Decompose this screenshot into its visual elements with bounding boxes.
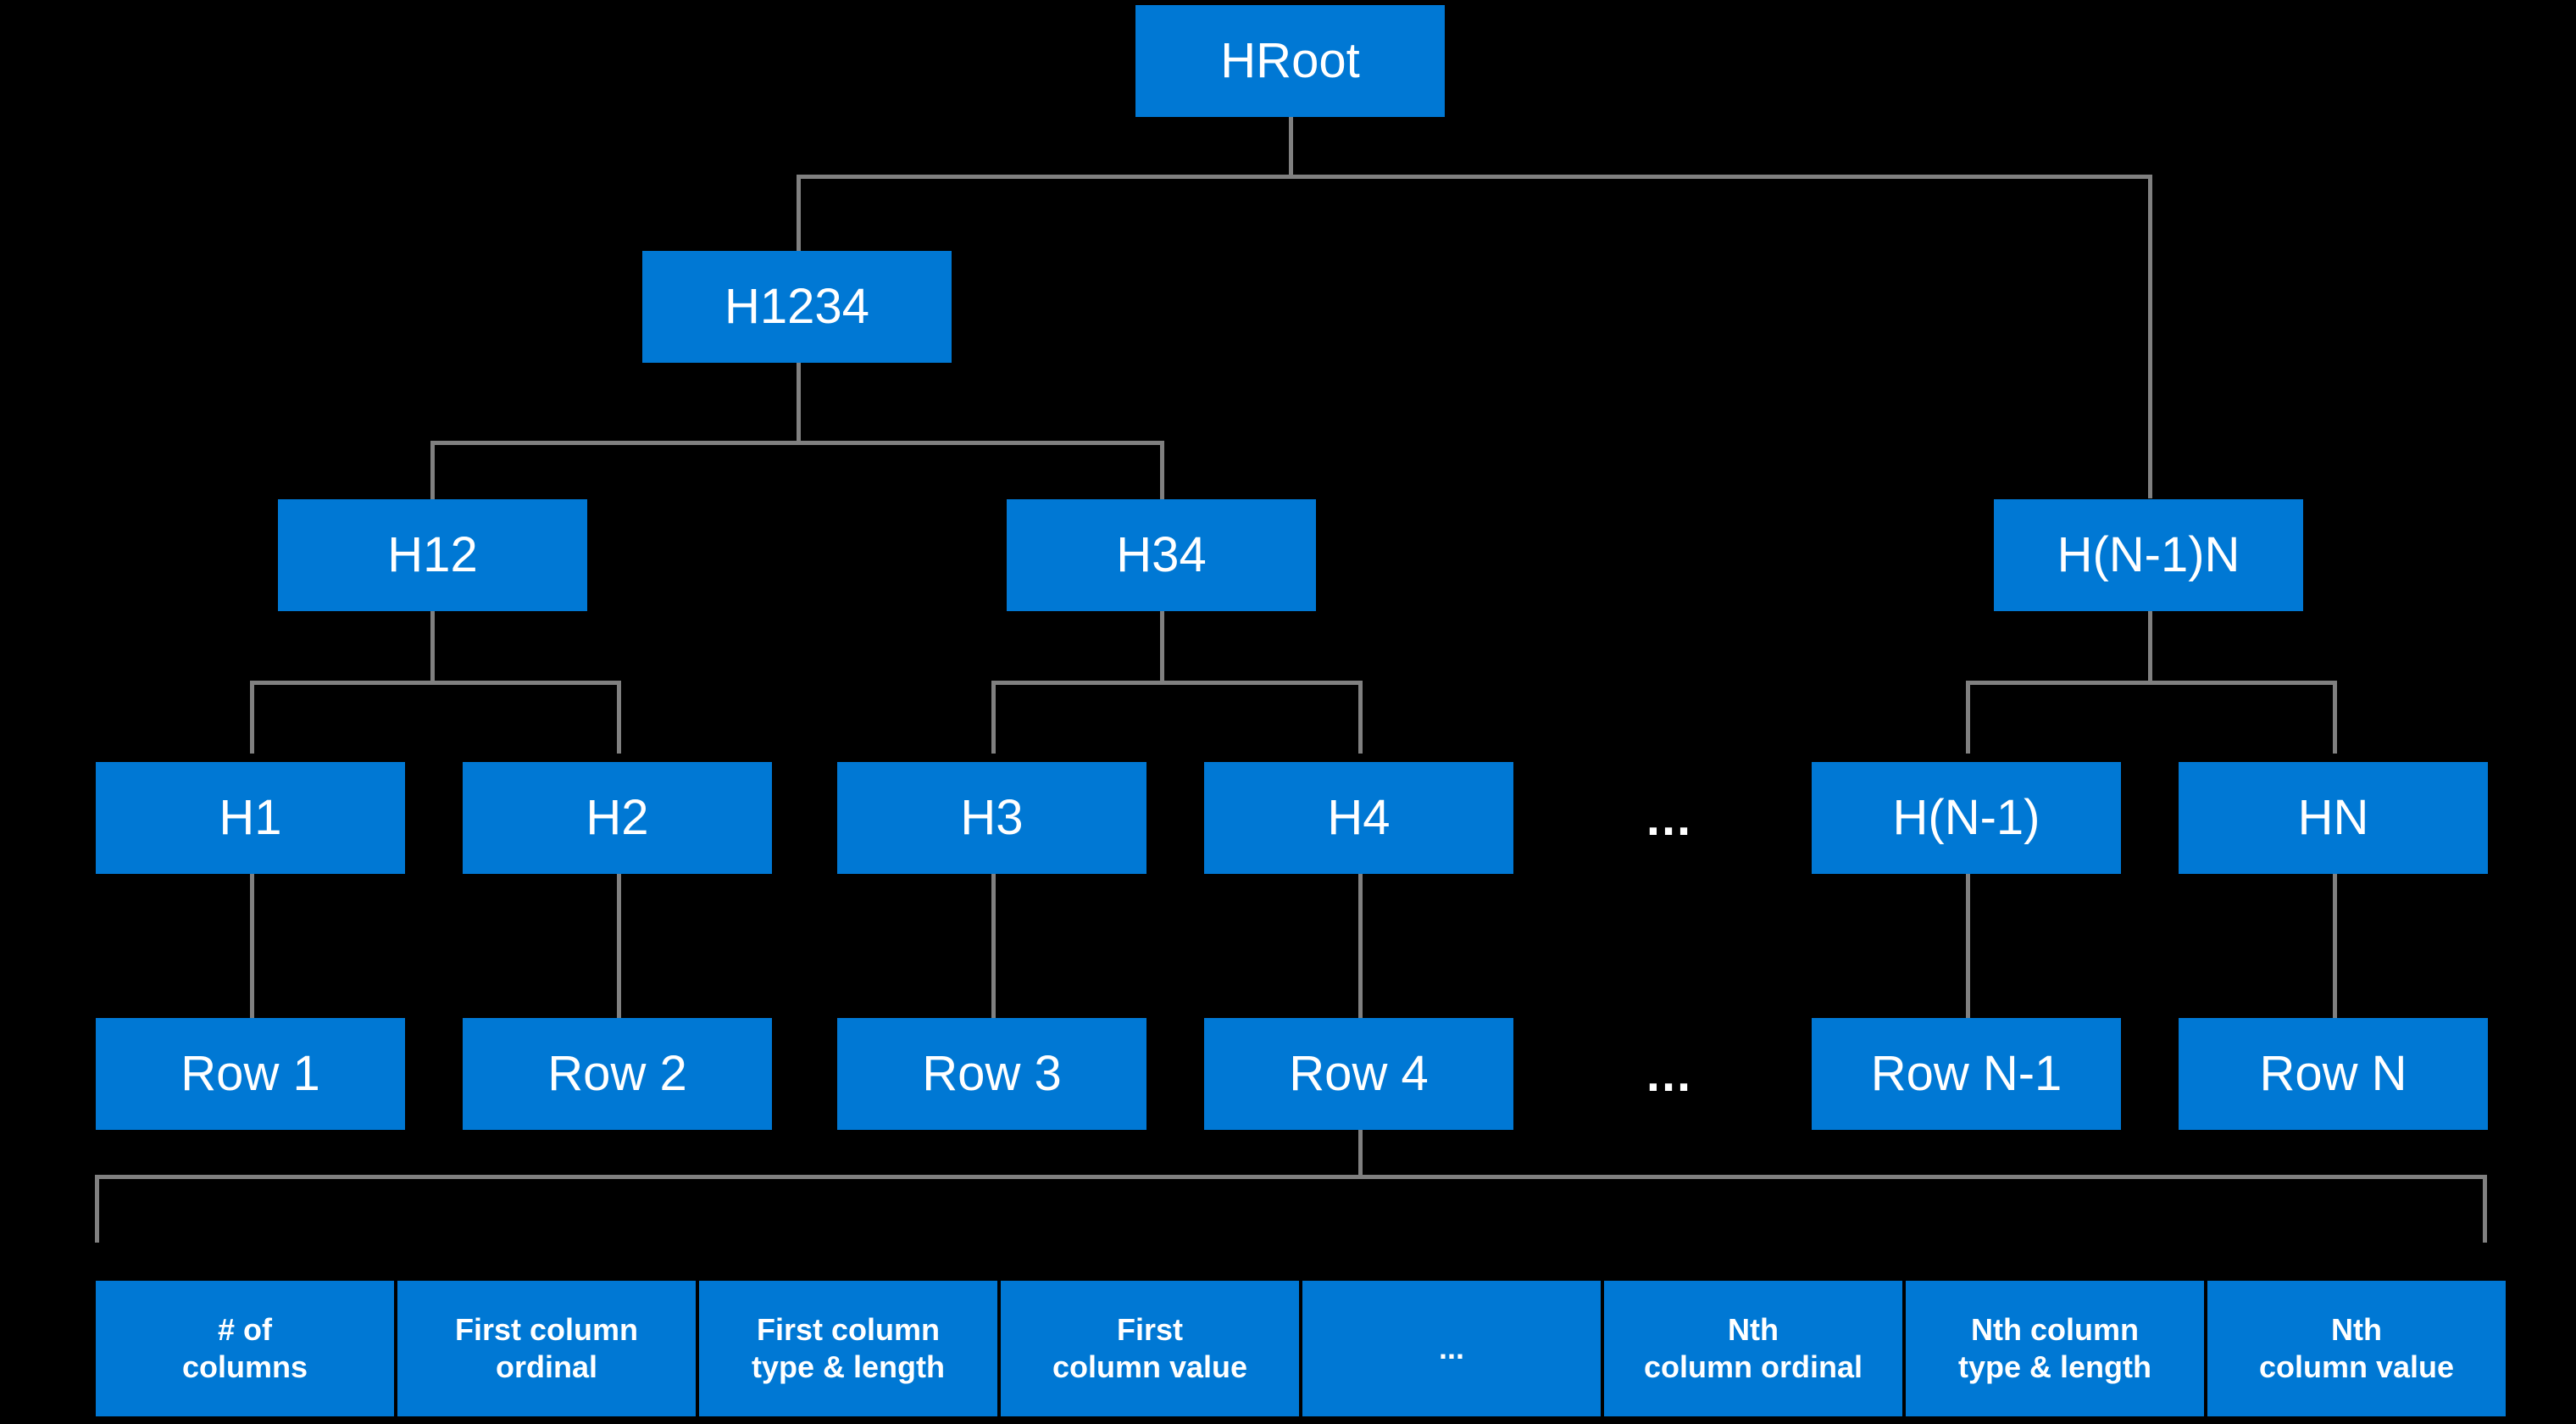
node-h1[interactable]: H1 bbox=[96, 762, 405, 874]
connector-h2-to-row2 bbox=[617, 874, 621, 1018]
connector-hroot-to-hn1n bbox=[2148, 175, 2152, 498]
cell-line-1: First column bbox=[756, 1312, 940, 1348]
row-layout-cell-ellipsis[interactable]: ... bbox=[1302, 1281, 1601, 1416]
cell-line-2: column value bbox=[2258, 1349, 2455, 1384]
node-h12[interactable]: H12 bbox=[278, 499, 587, 611]
node-h4[interactable]: H4 bbox=[1204, 762, 1513, 874]
connector-h3-to-row3 bbox=[991, 874, 996, 1018]
cell-line-2: columns bbox=[181, 1349, 308, 1384]
node-h1234[interactable]: H1234 bbox=[642, 251, 952, 363]
connector-hn-to-rown bbox=[2333, 874, 2337, 1018]
connector-h1-to-row1 bbox=[250, 874, 254, 1018]
connector-hroot-to-h1234 bbox=[797, 175, 801, 251]
node-row-3[interactable]: Row 3 bbox=[837, 1018, 1146, 1130]
row-layout-cell-nth-column-value[interactable]: Nth column value bbox=[2207, 1281, 2506, 1416]
hash-row-ellipsis: ... bbox=[1646, 790, 1693, 846]
connector-row4-stem bbox=[1358, 1130, 1363, 1177]
cell-line-2: ordinal bbox=[495, 1349, 597, 1384]
connector-hn1-to-rown1 bbox=[1966, 874, 1970, 1018]
node-row-n[interactable]: Row N bbox=[2179, 1018, 2488, 1130]
node-hn1n[interactable]: H(N-1)N bbox=[1994, 499, 2303, 611]
connector-h1234-bus bbox=[430, 441, 1164, 445]
node-row-1[interactable]: Row 1 bbox=[96, 1018, 405, 1130]
cell-line-2: type & length bbox=[1957, 1349, 2151, 1384]
connector-hroot-stem bbox=[1289, 117, 1293, 178]
node-h3[interactable]: H3 bbox=[837, 762, 1146, 874]
node-h2[interactable]: H2 bbox=[463, 762, 772, 874]
row-layout-cell-nth-column-type-length[interactable]: Nth column type & length bbox=[1906, 1281, 2204, 1416]
row-layout-cell-num-columns[interactable]: # of columns bbox=[96, 1281, 394, 1416]
cell-line-2: column value bbox=[1052, 1349, 1248, 1384]
connector-h34-bus bbox=[991, 681, 1363, 685]
cell-line-1: First column bbox=[454, 1312, 639, 1348]
connector-h1234-stem bbox=[797, 363, 801, 444]
row-row-ellipsis: ... bbox=[1646, 1046, 1693, 1102]
row-layout-cell-first-column-type-length[interactable]: First column type & length bbox=[699, 1281, 997, 1416]
cell-line-1: Nth column bbox=[1971, 1312, 2139, 1348]
connector-h12-to-h2 bbox=[617, 681, 621, 754]
node-hn1[interactable]: H(N-1) bbox=[1812, 762, 2121, 874]
connector-rowlayout-bus bbox=[95, 1175, 2487, 1179]
connector-rowlayout-right-drop bbox=[2483, 1175, 2487, 1243]
cell-line-2: column ordinal bbox=[1643, 1349, 1863, 1384]
node-hn[interactable]: HN bbox=[2179, 762, 2488, 874]
connector-hn1n-to-hn1 bbox=[1966, 681, 1970, 754]
connector-h34-to-h3 bbox=[991, 681, 996, 754]
connector-hn1n-to-hn bbox=[2333, 681, 2337, 754]
connector-hn1n-bus bbox=[1966, 681, 2337, 685]
connector-h34-stem bbox=[1160, 610, 1164, 683]
connector-h12-to-h1 bbox=[250, 681, 254, 754]
cell-line-1: First bbox=[1116, 1312, 1183, 1348]
node-row-n-1[interactable]: Row N-1 bbox=[1812, 1018, 2121, 1130]
row-layout-cell-first-column-ordinal[interactable]: First column ordinal bbox=[397, 1281, 696, 1416]
cell-line-1: Nth bbox=[2331, 1312, 2382, 1348]
connector-h12-bus bbox=[250, 681, 621, 685]
connector-rowlayout-left-drop bbox=[95, 1175, 99, 1243]
node-row-2[interactable]: Row 2 bbox=[463, 1018, 772, 1130]
row-layout-cell-nth-column-ordinal[interactable]: Nth column ordinal bbox=[1604, 1281, 1902, 1416]
connector-h4-to-row4 bbox=[1358, 874, 1363, 1018]
connector-h34-to-h4 bbox=[1358, 681, 1363, 754]
cell-line-2: type & length bbox=[751, 1349, 945, 1384]
connector-h12-stem bbox=[430, 610, 435, 683]
row-layout-cell-first-column-value[interactable]: First column value bbox=[1001, 1281, 1299, 1416]
connector-hn1n-stem bbox=[2148, 610, 2152, 683]
node-hroot[interactable]: HRoot bbox=[1135, 5, 1445, 117]
cell-line-2: ... bbox=[1438, 1331, 1464, 1366]
node-h34[interactable]: H34 bbox=[1007, 499, 1316, 611]
cell-line-1: # of bbox=[217, 1312, 272, 1348]
node-row-4[interactable]: Row 4 bbox=[1204, 1018, 1513, 1130]
connector-h1234-to-h34 bbox=[1160, 441, 1164, 500]
cell-line-1: Nth bbox=[1728, 1312, 1779, 1348]
connector-hroot-bus bbox=[797, 175, 2152, 179]
connector-h1234-to-h12 bbox=[430, 441, 435, 500]
